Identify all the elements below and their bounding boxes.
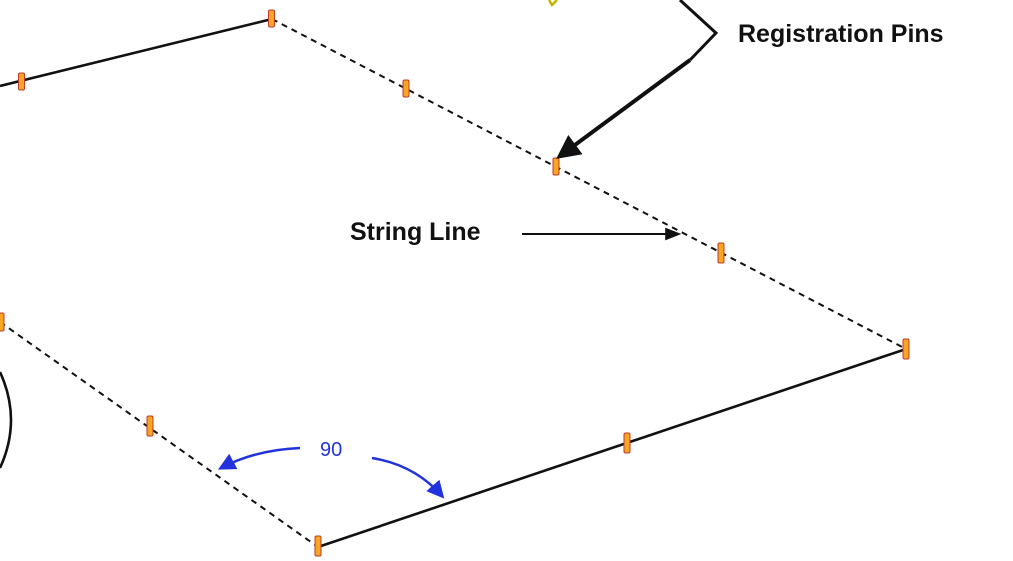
string-line-label: String Line (350, 218, 481, 246)
registration-pin (18, 72, 25, 91)
angle-label: 90 (320, 439, 342, 461)
registration-pin (902, 338, 910, 360)
angle-arrow-left (217, 446, 301, 470)
bottom-left-string-line (0, 321, 319, 548)
registration-pin (0, 312, 5, 332)
registration-pin (146, 415, 154, 437)
registration-pin (402, 79, 410, 98)
registration-pin (623, 432, 631, 454)
registration-pin (314, 535, 322, 557)
partial-circle-edge (0, 371, 13, 469)
top-solid-edge (0, 17, 273, 88)
bottom-right-solid-edge (317, 347, 907, 549)
registration-pins-arrow (556, 58, 692, 159)
registration-pins-label: Registration Pins (738, 20, 944, 48)
registration-pin-group (0, 9, 910, 557)
angle-arrow-right (371, 456, 445, 499)
partial-marker-icon (547, 0, 558, 8)
top-right-string-line (271, 18, 907, 350)
registration-pin (268, 9, 275, 28)
registration-pins-bracket (678, 0, 719, 62)
registration-pin (552, 157, 560, 176)
registration-pin (717, 242, 725, 264)
